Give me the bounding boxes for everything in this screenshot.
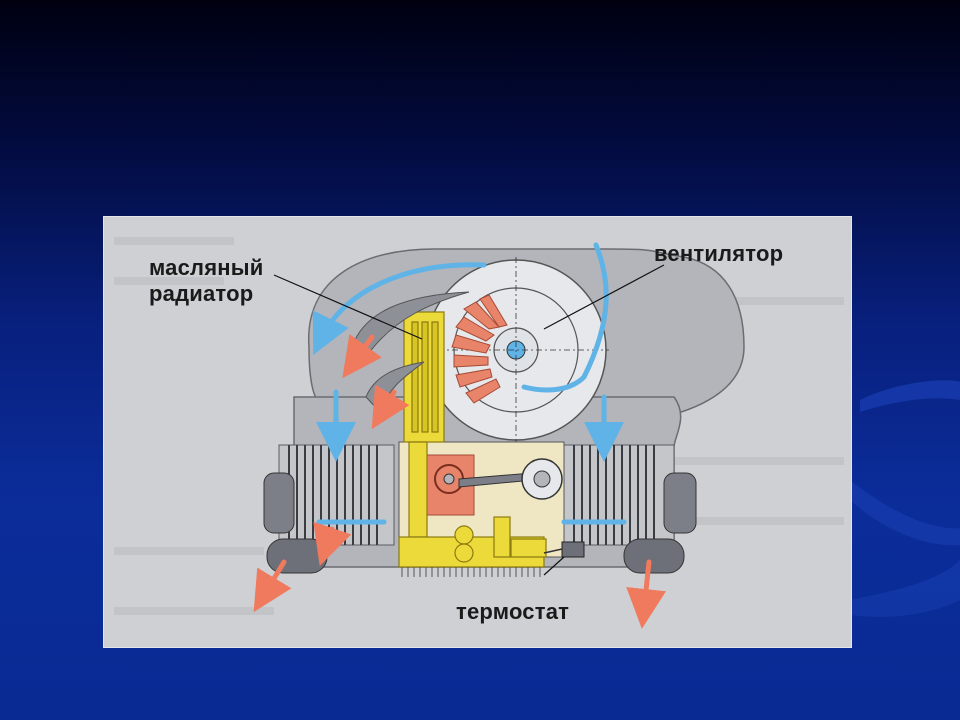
- hot-air-arrows: [253, 334, 667, 629]
- engine-cooling-diagram: масляный радиатор вентилятор термостат: [103, 216, 852, 648]
- fan-label: вентилятор: [654, 241, 784, 266]
- oil-radiator-label-line1: масляный: [149, 255, 264, 280]
- thermostat-label: термостат: [456, 599, 570, 624]
- left-exhaust: [266, 538, 328, 574]
- right-exhaust: [623, 538, 685, 574]
- fan: [424, 257, 609, 442]
- label-leader-lines: [273, 264, 665, 576]
- oil-radiator-label-line2: радиатор: [149, 281, 254, 306]
- thermostat-rod: [543, 548, 563, 554]
- oil-radiator-label: масляный радиатор: [149, 255, 263, 307]
- oil-pan-fins: [401, 567, 541, 577]
- thermostat-box: [561, 541, 585, 558]
- oil-radiator-system: [398, 311, 547, 568]
- engine-illustration: [114, 237, 844, 629]
- background-page-texture: [114, 237, 844, 615]
- left-cylinder-fins: [263, 444, 395, 546]
